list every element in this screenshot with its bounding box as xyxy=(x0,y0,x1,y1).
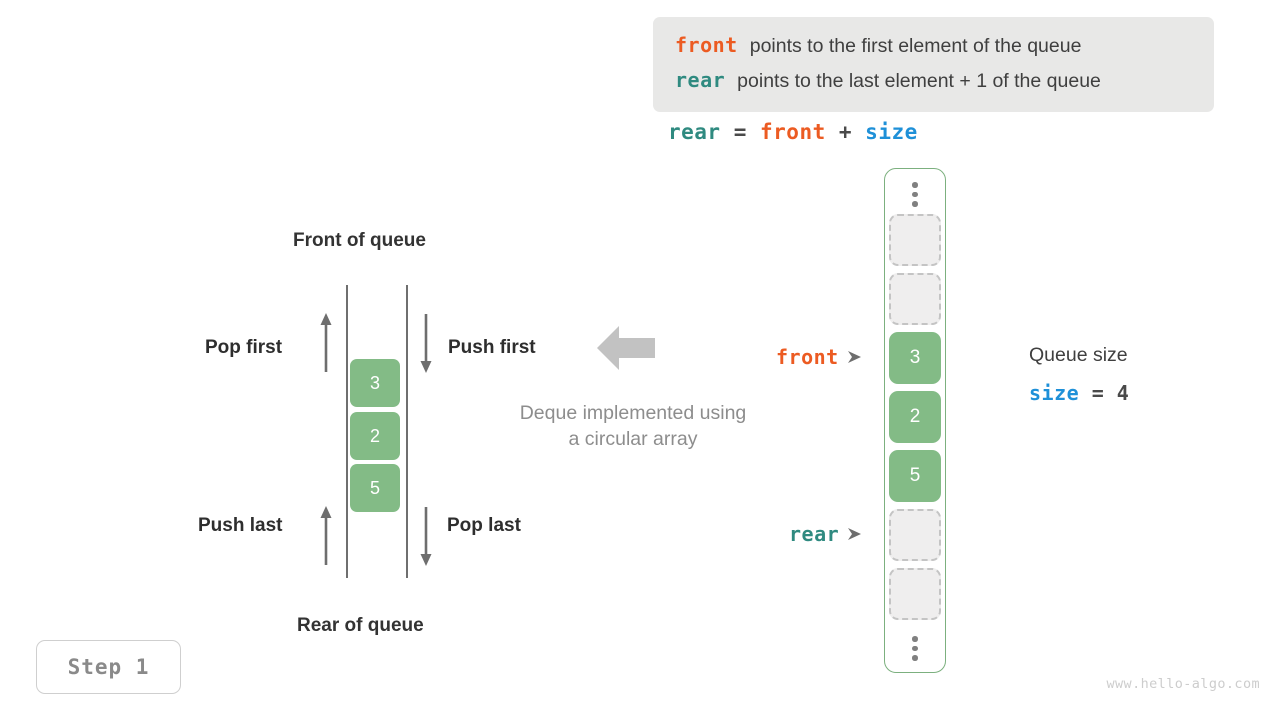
size-keyword: size xyxy=(1029,381,1080,405)
size-number: 4 xyxy=(1116,381,1130,405)
array-cell-empty xyxy=(889,214,941,266)
deque-op-label-pop-first: Pop first xyxy=(205,337,283,358)
step-badge: Step 1 xyxy=(36,640,181,694)
pointer-arrowhead-icon xyxy=(847,351,861,363)
legend-text-rear: points to the last element + 1 of the qu… xyxy=(737,70,1101,92)
pointer-rear-label: rear xyxy=(789,522,840,546)
array-cell-filled: 5 xyxy=(889,450,941,502)
deque-caption: Deque implemented using a circular array xyxy=(455,400,811,452)
equation-rear-front-size: rear = front + size xyxy=(668,120,918,144)
left-arrow-icon xyxy=(597,326,655,370)
arrow-up-pop-first xyxy=(320,313,332,372)
deque-caption-line1: Deque implemented using xyxy=(519,402,747,424)
equation-rhs-size: size xyxy=(865,120,918,144)
array-cell-filled: 2 xyxy=(889,391,941,443)
array-cell-empty xyxy=(889,509,941,561)
deque-op-label-pop-last: Pop last xyxy=(447,515,521,536)
deque-cell: 2 xyxy=(350,412,400,460)
deque-op-label-push-first: Push first xyxy=(448,337,536,358)
deque-op-label-push-last: Push last xyxy=(198,515,283,536)
deque-cell: 5 xyxy=(350,464,400,512)
array-cell-filled: 3 xyxy=(889,332,941,384)
pointer-rear: rear xyxy=(789,522,863,546)
array-cell-empty xyxy=(889,273,941,325)
deque-cell: 3 xyxy=(350,359,400,407)
legend-keyword-rear: rear xyxy=(675,68,726,92)
array-cell-empty xyxy=(889,568,941,620)
deque-title-rear: Rear of queue xyxy=(297,615,424,636)
deque-rail-right xyxy=(406,285,408,578)
equation-lhs: rear xyxy=(668,120,721,144)
size-equals: = xyxy=(1079,381,1117,405)
pointer-front-label: front xyxy=(776,345,839,369)
circular-array-container xyxy=(884,168,946,673)
equation-equals: = xyxy=(720,120,761,144)
deque-title-front: Front of queue xyxy=(293,230,426,251)
equation-plus: + xyxy=(825,120,866,144)
legend-box: front points to the first element of the… xyxy=(653,17,1214,112)
legend-row-rear: rear points to the last element + 1 of t… xyxy=(675,68,1214,103)
pointer-front: front xyxy=(776,345,863,369)
deque-rail-left xyxy=(346,285,348,578)
legend-row-front: front points to the first element of the… xyxy=(675,33,1214,68)
legend-keyword-front: front xyxy=(675,33,738,57)
ellipsis-dots-bottom-icon xyxy=(911,636,919,661)
arrow-down-push-first xyxy=(420,314,432,373)
legend-text-front: points to the first element of the queue xyxy=(749,35,1082,57)
ellipsis-dots-top-icon xyxy=(911,182,919,207)
watermark: www.hello-algo.com xyxy=(1106,676,1260,692)
equation-rhs-front: front xyxy=(760,120,826,144)
queue-size-value: size = 4 xyxy=(1029,381,1129,405)
arrow-down-pop-last xyxy=(420,507,432,566)
arrow-up-push-last xyxy=(320,506,332,565)
deque-caption-line2: a circular array xyxy=(568,428,698,450)
queue-size-label: Queue size xyxy=(1029,344,1128,366)
pointer-arrowhead-icon xyxy=(848,528,862,540)
